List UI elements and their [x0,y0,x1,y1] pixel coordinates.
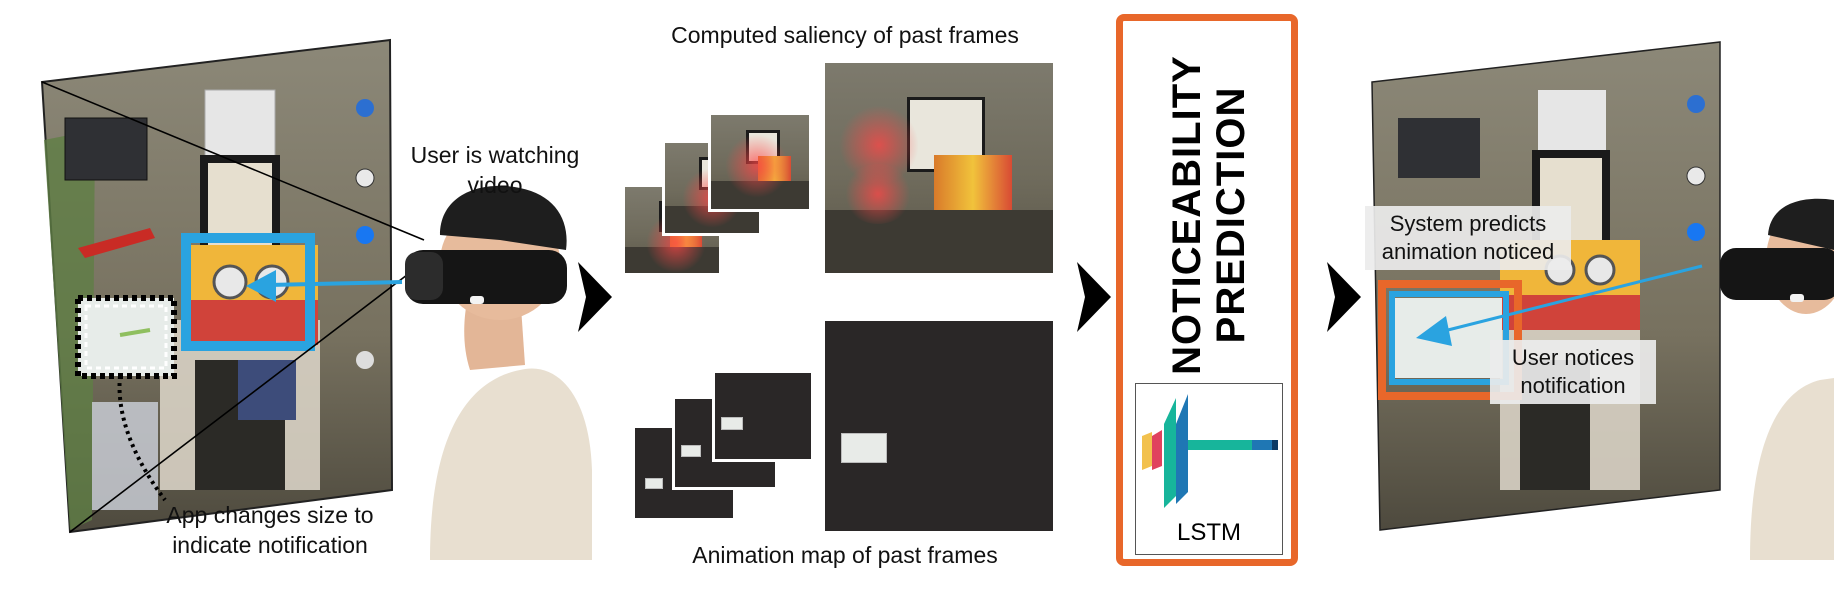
user-figure [405,185,592,560]
app-icon [356,226,374,244]
app-icon [355,168,375,188]
saliency-caption: Computed saliency of past frames [671,22,1019,48]
gaze-arrow [267,280,403,287]
lstm-label: LSTM [1176,519,1241,546]
prediction-box: NOTICEABILITY PREDICTION LSTM [1116,14,1298,566]
gaze-arrowhead [1416,316,1452,346]
app-changes-caption: App changes size to indicate notificatio… [166,502,374,558]
app-icon [356,351,374,369]
view-frustum-line [41,81,425,241]
prediction-title-line1: NOTICEABILITY [1165,55,1209,375]
lstm-architecture-graphic [1142,394,1278,508]
noticed-highlight [1389,291,1509,385]
saliency-frame-3 [708,112,812,212]
window-panel [1398,118,1480,178]
saliency-current-frame [822,60,1056,276]
video-highlight [181,233,315,351]
user-figure [1720,198,1834,560]
race-car [78,228,155,258]
system-predicts-caption: System predicts animation noticed [1365,206,1571,270]
animation-caption: Animation map of past frames [692,542,998,568]
vr-headset [405,250,567,304]
tree [44,130,95,530]
animation-current-frame [822,318,1056,534]
user-notices-caption: User notices notification [1490,340,1656,404]
gaze-arrowhead [246,270,276,302]
lstm-diagram: LSTM [1135,383,1283,555]
prediction-title-line2: PREDICTION [1209,86,1253,344]
user-watching-caption: User is watching video [410,142,580,198]
app-icon [1687,95,1705,113]
window-panel [64,117,148,181]
gaze-arrow [1439,264,1703,334]
flow-arrow-2 [1077,262,1111,332]
right-scene-drawing [1371,41,1834,560]
dotted-leader [117,375,167,502]
right-scene: System predicts animation noticed User n… [1360,0,1834,592]
prediction-title: NOTICEABILITY PREDICTION [1135,45,1283,385]
left-scene: User is watching video App changes size … [0,0,600,592]
app-icon [1687,223,1705,241]
vr-headset [1720,248,1834,300]
flow-arrow-3 [1327,262,1361,332]
left-scene-drawing [40,38,592,560]
animation-frame-3 [712,370,814,462]
flow-arrow-1 [578,262,612,332]
notification-app [75,295,177,379]
view-frustum-line [69,261,425,533]
monitor [238,360,296,420]
app-icon [1686,166,1706,186]
app-icon [356,99,374,117]
